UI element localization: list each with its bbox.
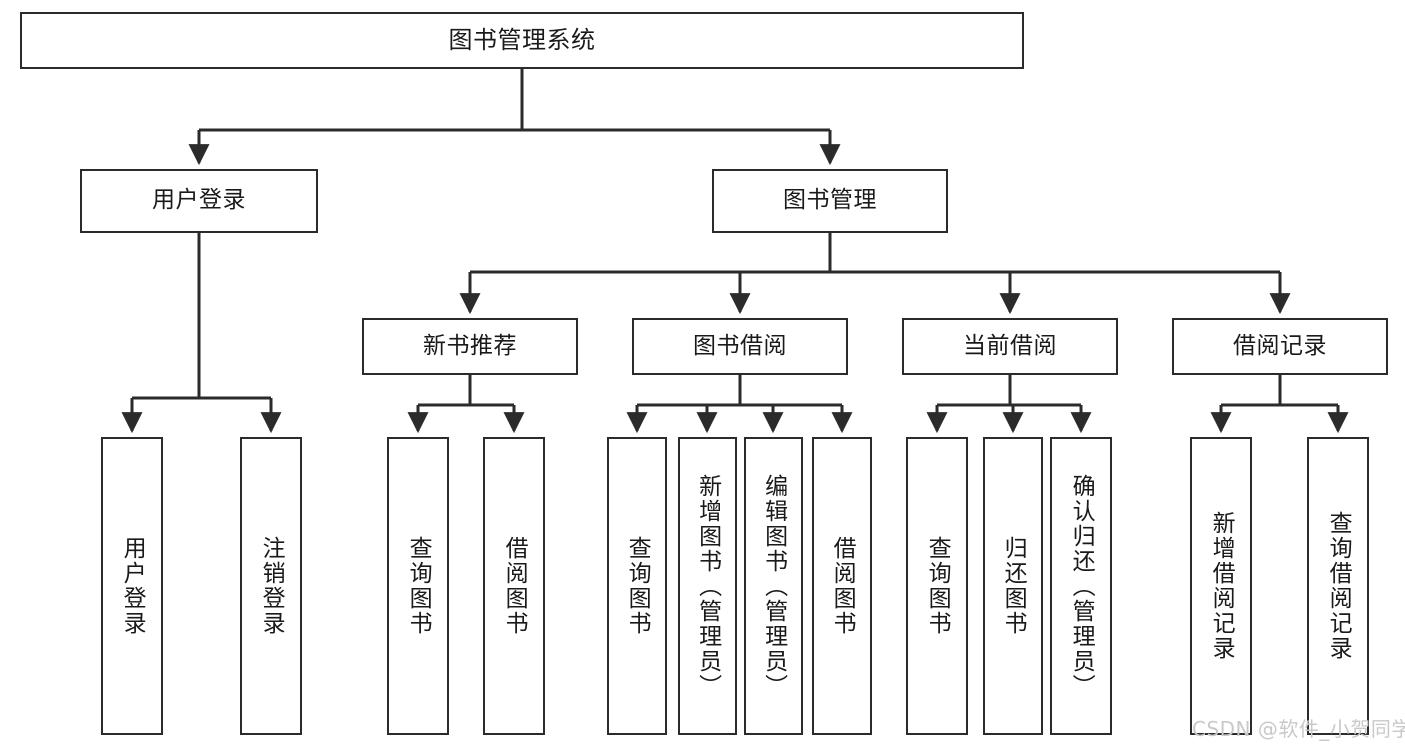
node-leaf-user-login[interactable]: 用户登录 bbox=[101, 437, 163, 735]
node-leaf-logout[interactable]: 注销登录 bbox=[240, 437, 302, 735]
node-leaf-logout-label: 注销登录 bbox=[258, 536, 285, 636]
node-leaf-query-book-3[interactable]: 查询图书 bbox=[906, 437, 968, 735]
node-leaf-return-book-label: 归还图书 bbox=[1000, 536, 1027, 636]
node-root-label: 图书管理系统 bbox=[448, 26, 596, 55]
node-leaf-return-book[interactable]: 归还图书 bbox=[983, 437, 1043, 735]
node-current-borrow-label: 当前借阅 bbox=[963, 332, 1057, 359]
node-new-book-rec[interactable]: 新书推荐 bbox=[362, 318, 578, 375]
node-borrow-record-label: 借阅记录 bbox=[1233, 332, 1327, 359]
node-leaf-query-book-3-label: 查询图书 bbox=[924, 536, 951, 636]
node-leaf-add-book-label: 新增图书（管理员） bbox=[694, 473, 721, 699]
node-book-borrow[interactable]: 图书借阅 bbox=[632, 318, 848, 375]
node-root[interactable]: 图书管理系统 bbox=[20, 12, 1024, 69]
node-book-manage[interactable]: 图书管理 bbox=[712, 169, 948, 233]
node-new-book-rec-label: 新书推荐 bbox=[423, 332, 517, 359]
node-leaf-borrow-book-1[interactable]: 借阅图书 bbox=[483, 437, 545, 735]
node-leaf-borrow-book-2[interactable]: 借阅图书 bbox=[812, 437, 872, 735]
node-leaf-add-record[interactable]: 新增借阅记录 bbox=[1190, 437, 1252, 735]
node-leaf-query-book-2[interactable]: 查询图书 bbox=[607, 437, 667, 735]
node-leaf-user-login-label: 用户登录 bbox=[119, 536, 146, 636]
node-leaf-borrow-book-1-label: 借阅图书 bbox=[501, 536, 528, 636]
node-leaf-borrow-book-2-label: 借阅图书 bbox=[829, 536, 856, 636]
node-leaf-query-record-label: 查询借阅记录 bbox=[1325, 511, 1352, 661]
csdn-watermark: CSDN @软件_小贺同学 bbox=[1192, 717, 1405, 741]
node-leaf-edit-book-label: 编辑图书（管理员） bbox=[760, 473, 787, 699]
node-leaf-query-book-1-label: 查询图书 bbox=[405, 536, 432, 636]
node-leaf-add-record-label: 新增借阅记录 bbox=[1208, 511, 1235, 661]
node-book-manage-label: 图书管理 bbox=[783, 187, 877, 214]
node-leaf-query-book-2-label: 查询图书 bbox=[624, 536, 651, 636]
node-borrow-record[interactable]: 借阅记录 bbox=[1172, 318, 1388, 375]
node-leaf-confirm-return-label: 确认归还（管理员） bbox=[1068, 473, 1095, 699]
node-leaf-edit-book[interactable]: 编辑图书（管理员） bbox=[744, 437, 803, 735]
node-leaf-query-record[interactable]: 查询借阅记录 bbox=[1307, 437, 1369, 735]
node-user-login-label: 用户登录 bbox=[152, 187, 246, 214]
node-leaf-confirm-return[interactable]: 确认归还（管理员） bbox=[1050, 437, 1112, 735]
node-current-borrow[interactable]: 当前借阅 bbox=[902, 318, 1118, 375]
node-book-borrow-label: 图书借阅 bbox=[693, 332, 787, 359]
node-user-login[interactable]: 用户登录 bbox=[80, 169, 318, 233]
node-leaf-query-book-1[interactable]: 查询图书 bbox=[387, 437, 449, 735]
node-leaf-add-book[interactable]: 新增图书（管理员） bbox=[678, 437, 737, 735]
